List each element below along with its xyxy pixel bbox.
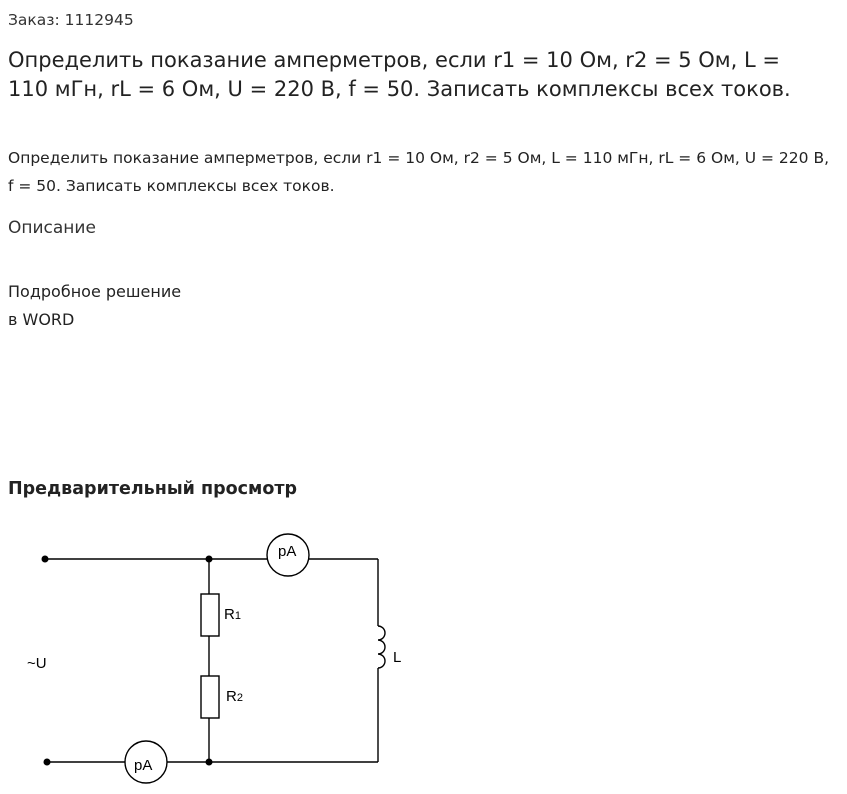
resistor-2-label: R2 (226, 688, 243, 705)
resistor-1-subscript: 1 (235, 610, 241, 622)
ammeter-top (266, 533, 310, 577)
resistor-2-letter: R (226, 688, 237, 705)
ammeter-top-label: pA (278, 543, 296, 560)
resistor-1-letter: R (224, 606, 235, 623)
resistor-1 (200, 593, 220, 637)
resistor-2-subscript: 2 (237, 692, 243, 704)
circuit-diagram: pA pA ~U R1 R2 L (27, 533, 401, 784)
ammeter-bottom (124, 740, 168, 784)
junction-top (205, 555, 213, 563)
preview-heading-text: Предварительный просмотр (8, 479, 298, 499)
resistor-2 (200, 675, 220, 719)
inductor-label: L (393, 649, 401, 666)
task-title: Определить показание амперметров, если r… (8, 48, 791, 101)
preview-heading: Предварительный просмотр (8, 477, 297, 501)
terminal-top (41, 555, 49, 563)
junction-bottom (205, 758, 213, 766)
description-heading: Описание (8, 218, 96, 238)
source-label: ~U (27, 655, 47, 672)
terminal-bottom (43, 758, 51, 766)
resistor-1-label: R1 (224, 606, 241, 623)
task-lead: Определить показание амперметров, если r… (8, 149, 830, 195)
description-line-1: Подробное решение (8, 282, 182, 301)
description-body: Подробное решение в WORD (8, 278, 248, 334)
inductor-coil (377, 625, 386, 669)
ammeter-bottom-label: pA (134, 757, 152, 774)
order-number: Заказ: 1112945 (8, 11, 134, 29)
description-line-2: в WORD (8, 310, 75, 329)
